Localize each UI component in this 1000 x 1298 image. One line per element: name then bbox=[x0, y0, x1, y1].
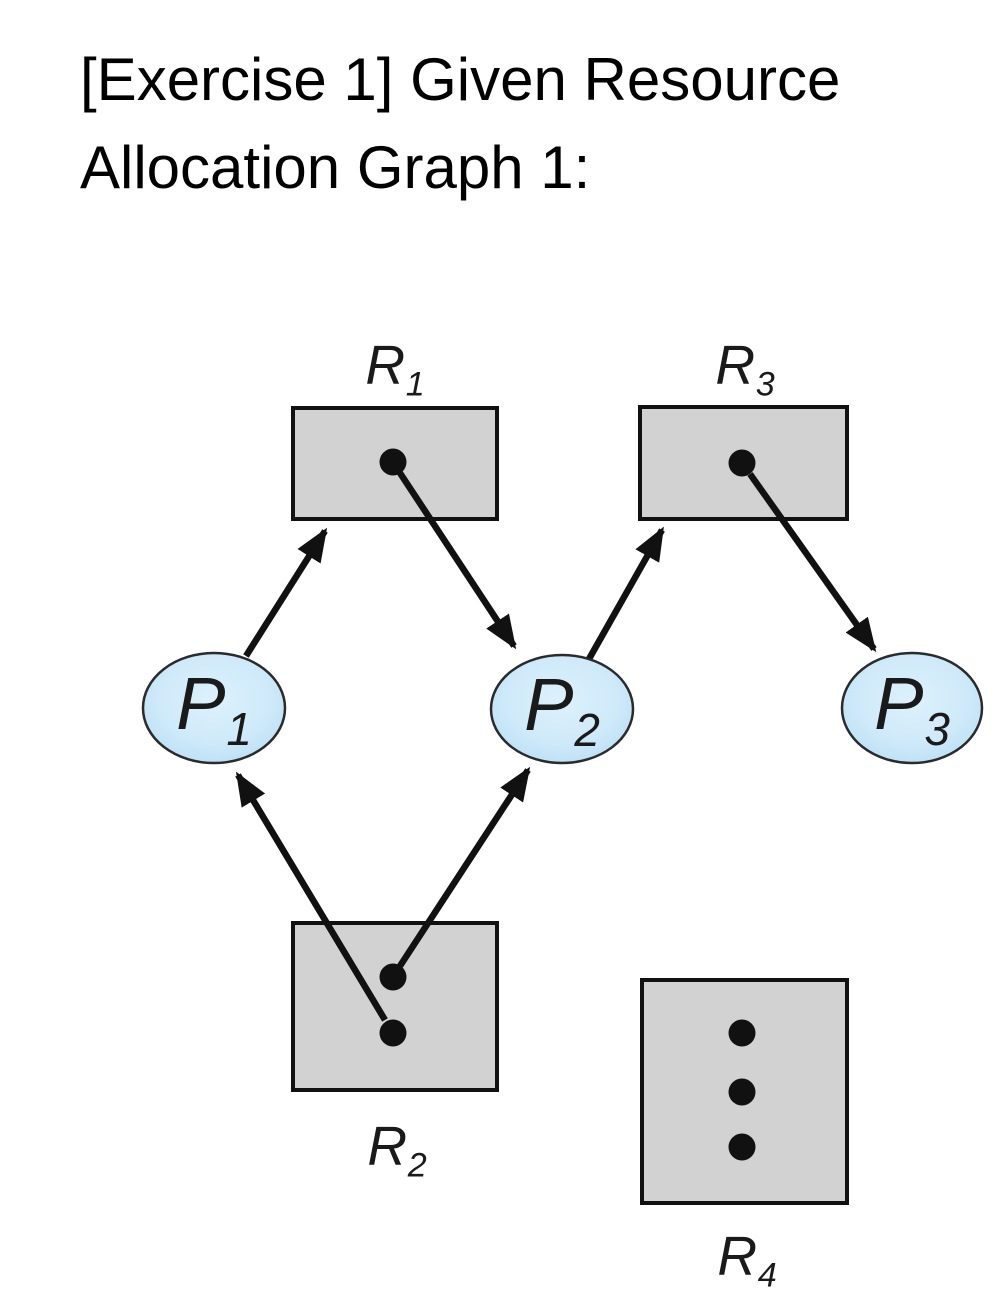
process-label-p1-subscript: 1 bbox=[226, 703, 252, 756]
edge-r1-to-p2-assignment-arrow bbox=[397, 471, 517, 650]
edge-r3-to-p3-assignment-arrow bbox=[747, 472, 877, 653]
resource-label-r2: R2 bbox=[367, 1118, 426, 1182]
resource-label-r1: R1 bbox=[365, 337, 424, 401]
resource-instance-dot-r4-1 bbox=[728, 1019, 756, 1047]
resource-instance-dot-r2-1 bbox=[379, 963, 407, 991]
edge-p2-to-r3-request-arrow bbox=[586, 526, 665, 661]
resource-instance-dot-r4-3 bbox=[728, 1133, 756, 1161]
process-label-p3-base: P bbox=[874, 662, 924, 745]
resource-label-r1-subscript: 1 bbox=[405, 365, 425, 404]
edge-r2-to-p1-assignment-arrow bbox=[235, 771, 388, 1022]
resource-instance-dot-r1-1 bbox=[379, 448, 407, 476]
resource-instance-dot-r2-2 bbox=[379, 1019, 407, 1047]
resource-label-r3-base: R bbox=[715, 333, 756, 396]
resource-label-r4-subscript: 4 bbox=[757, 1256, 777, 1295]
resource-box-r1 bbox=[291, 406, 499, 521]
process-node-p2 bbox=[489, 653, 635, 765]
process-label-p1-base: P bbox=[176, 662, 226, 745]
process-label-p1: P1 bbox=[176, 667, 252, 752]
page-title: [Exercise 1] Given Resource Allocation G… bbox=[80, 36, 840, 212]
edge-r2-to-p2-assignment-arrow bbox=[397, 766, 531, 968]
process-label-p3-subscript: 3 bbox=[924, 703, 950, 756]
page-title-line-1: [Exercise 1] Given Resource bbox=[80, 46, 841, 113]
process-label-p2-subscript: 2 bbox=[574, 704, 600, 757]
resource-label-r4: R4 bbox=[717, 1228, 776, 1292]
resource-label-r1-base: R bbox=[365, 333, 406, 396]
process-label-p3: P3 bbox=[874, 667, 950, 752]
page-title-line-2: Allocation Graph 1: bbox=[80, 134, 591, 201]
resource-instance-dot-r4-2 bbox=[728, 1078, 756, 1106]
resource-label-r4-base: R bbox=[717, 1224, 758, 1287]
resource-label-r2-base: R bbox=[367, 1114, 408, 1177]
process-node-p3 bbox=[840, 651, 984, 765]
process-node-p1 bbox=[141, 651, 287, 765]
process-label-p2-base: P bbox=[524, 663, 574, 746]
edge-p1-to-r1-request-arrow bbox=[243, 527, 328, 658]
resource-instance-dot-r3-1 bbox=[728, 449, 756, 477]
process-label-p2: P2 bbox=[524, 668, 600, 753]
resource-label-r3-subscript: 3 bbox=[755, 365, 775, 404]
resource-label-r2-subscript: 2 bbox=[407, 1146, 427, 1185]
resource-box-r2 bbox=[291, 921, 499, 1092]
resource-label-r3: R3 bbox=[715, 337, 774, 401]
